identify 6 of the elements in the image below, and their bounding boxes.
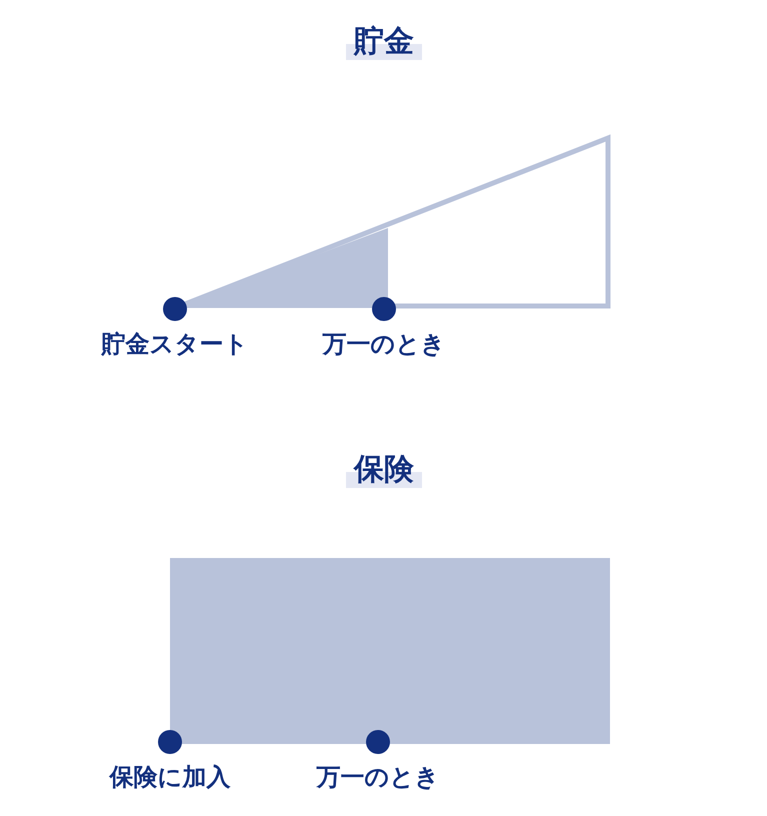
point-label: 貯金スタート [102, 329, 248, 359]
section-heading: 保険 [346, 452, 422, 488]
point-label: 万一のとき [316, 762, 440, 792]
point-label: 万一のとき [322, 329, 446, 359]
section-heading: 貯金 [346, 24, 422, 60]
point-label: 保険に加入 [110, 762, 230, 792]
